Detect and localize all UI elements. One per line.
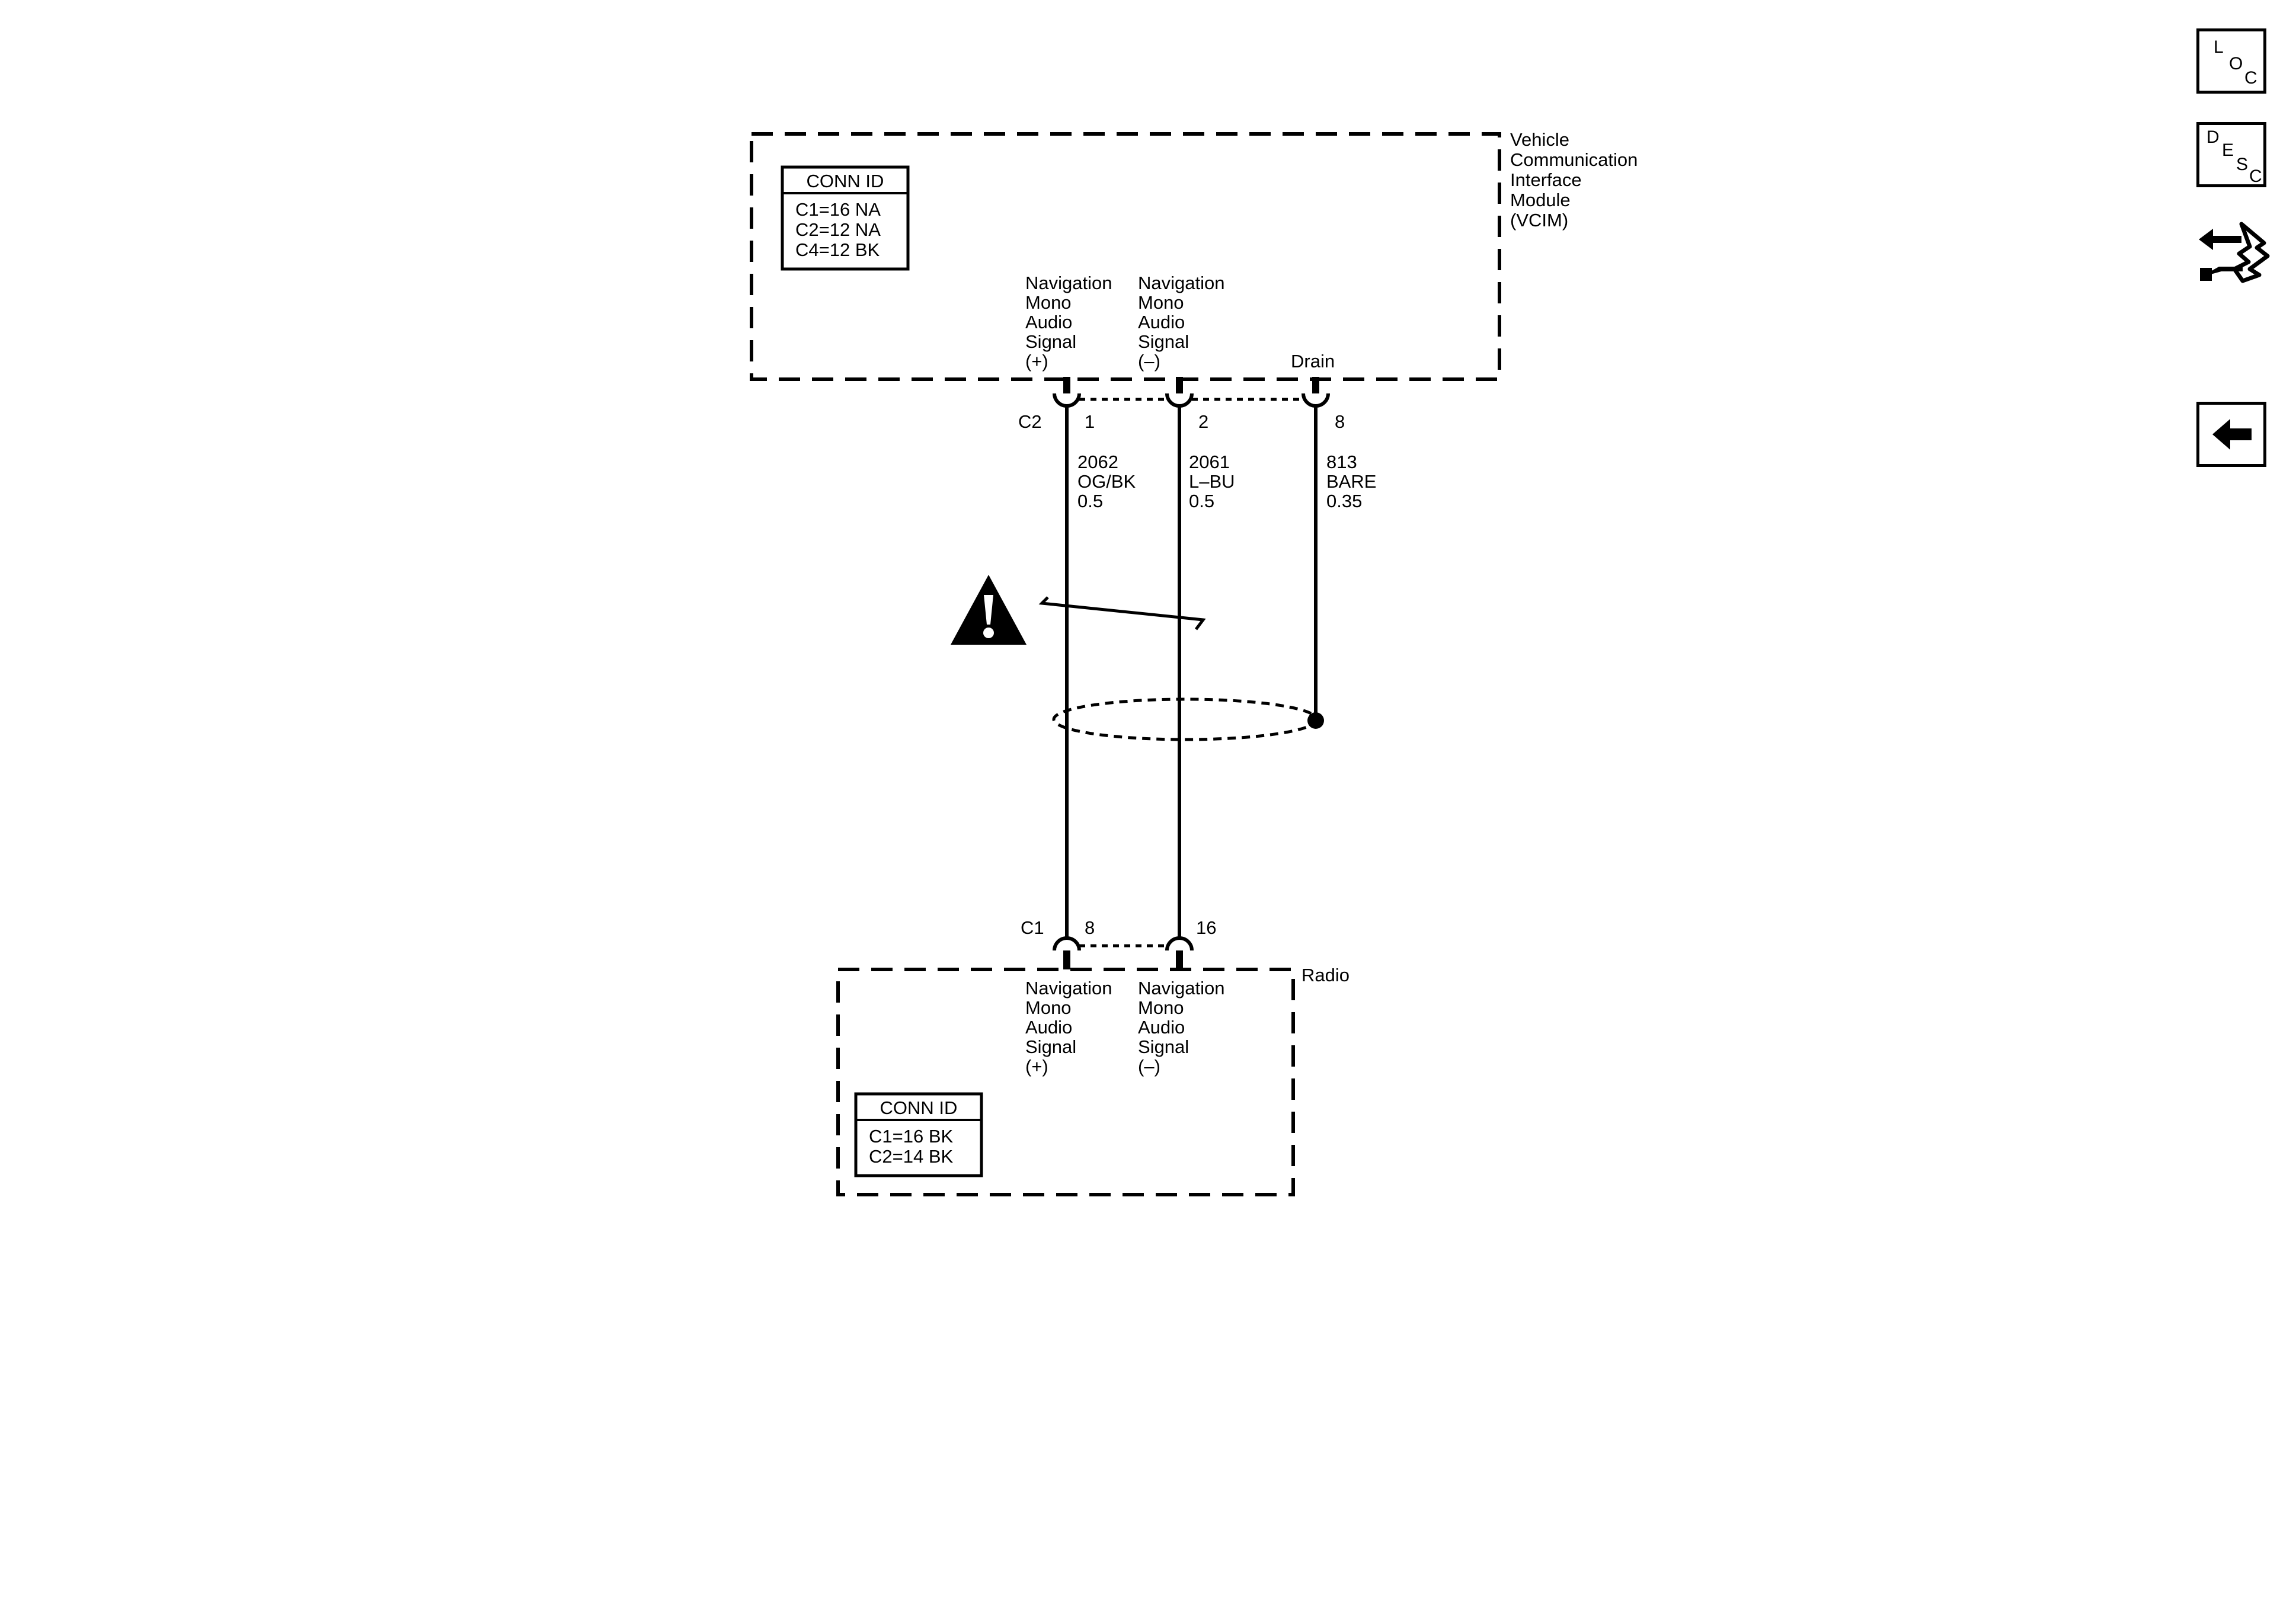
vcim-conn-id-title: CONN ID	[807, 171, 884, 191]
radio-pin-8-label: Navigation Mono Audio Signal (+)	[1025, 978, 1117, 1077]
radio-conn-id-table: CONN ID C1=16 BK C2=14 BK	[854, 1092, 983, 1177]
vcim-pin-1-label: Navigation Mono Audio Signal (+)	[1025, 273, 1117, 372]
radio-pin-16-label: Navigation Mono Audio Signal (–)	[1138, 978, 1230, 1077]
twisted-pair-symbol	[1038, 596, 1206, 630]
shield-ellipse	[1052, 697, 1319, 741]
vcim-conn-id-row: C4=12 BK	[795, 239, 880, 260]
vcim-connector-id: C2	[1018, 411, 1042, 432]
radio-conn-id-row: C2=14 BK	[869, 1146, 954, 1167]
route-icon[interactable]	[2193, 212, 2276, 289]
radio-name: Radio	[1302, 965, 1350, 985]
vcim-pin-number: 2	[1198, 411, 1208, 432]
vcim-pin-number: 8	[1335, 411, 1345, 432]
back-button[interactable]	[2196, 402, 2266, 467]
radio-connector-id: C1	[1021, 917, 1044, 938]
vcim-conn-id-row: C2=12 NA	[795, 219, 881, 240]
vcim-module-box	[750, 132, 1501, 381]
warning-icon	[951, 575, 1027, 645]
back-arrow-icon	[2212, 419, 2252, 450]
vcim-pin-2-label: Navigation Mono Audio Signal (–)	[1138, 273, 1230, 372]
wire-2061-label: 2061 L–BU 0.5	[1189, 452, 1240, 511]
loc-button[interactable]: L O C	[2196, 28, 2266, 94]
vcim-conn-id-row: C1=16 NA	[795, 199, 881, 220]
desc-button[interactable]: D E S C	[2196, 122, 2266, 187]
wire-813-label: 813 BARE 0.35	[1326, 452, 1382, 511]
radio-pin-number: 16	[1196, 917, 1216, 938]
radio-pin-number: 8	[1085, 917, 1095, 938]
vcim-pin-8-label: Drain	[1291, 351, 1335, 372]
vcim-connector	[1053, 377, 1330, 408]
vcim-name: Vehicle Communication Interface Module (…	[1510, 129, 1643, 231]
wire-2062-label: 2062 OG/BK 0.5	[1077, 452, 1141, 511]
radio-module-box	[836, 968, 1295, 1196]
radio-connector	[1053, 936, 1194, 969]
vcim-conn-id-table: CONN ID C1=16 NA C2=12 NA C4=12 BK	[781, 165, 910, 271]
radio-conn-id-title: CONN ID	[880, 1097, 958, 1118]
vcim-pin-number: 1	[1085, 411, 1095, 432]
radio-conn-id-row: C1=16 BK	[869, 1126, 954, 1147]
drain-splice-dot	[1307, 712, 1324, 729]
